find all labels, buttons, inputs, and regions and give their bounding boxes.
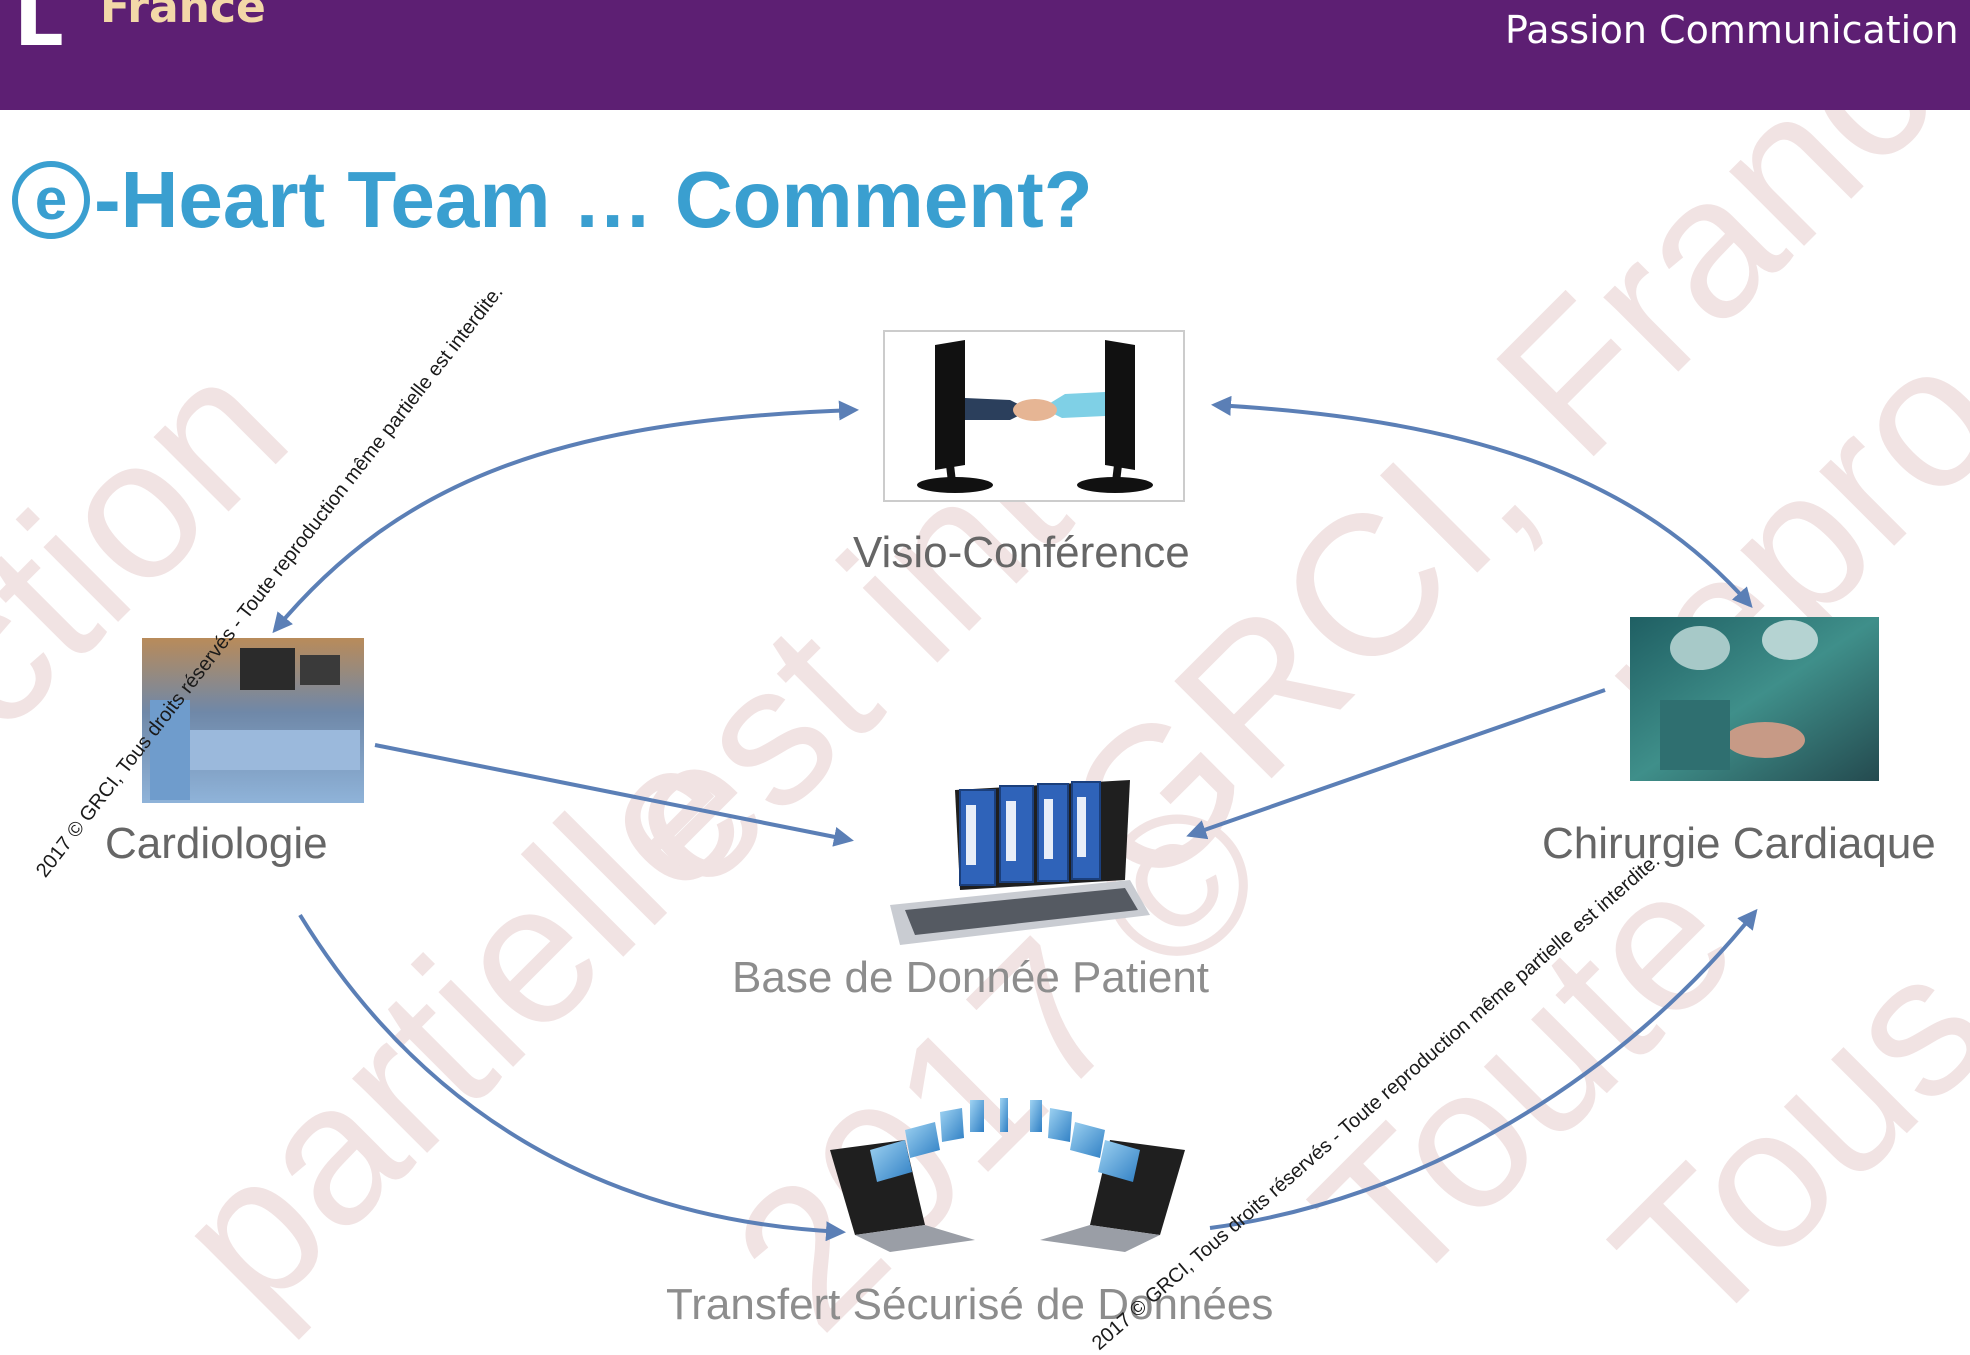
arrow-transfert-chirurgie <box>1209 908 1758 1230</box>
arrow-cardio-base <box>374 743 854 847</box>
slide-title-text: -Heart Team … Comment? <box>94 155 1093 244</box>
header-tagline: Passion Communication Edu <box>1505 8 1970 52</box>
transfer-image <box>830 1098 1185 1252</box>
visio-conference-image <box>883 330 1185 502</box>
node-label-base: Base de Donnée Patient <box>732 953 1210 1002</box>
arrow-cardio-visio <box>272 400 859 634</box>
patient-database-image <box>890 780 1150 945</box>
logo-letter: L <box>14 0 64 64</box>
cardiologie-image <box>142 638 364 803</box>
header-banner: L France Passion Communication Edu <box>0 0 1970 110</box>
arrow-chirurgie-base <box>1186 688 1606 840</box>
arrow-cardio-transfert <box>298 913 846 1242</box>
node-label-visio: Visio-Conférence <box>853 528 1190 577</box>
slide-title: e -Heart Team … Comment? <box>12 150 1093 250</box>
e-circle-icon: e <box>12 161 90 239</box>
node-label-chirurgie: Chirurgie Cardiaque <box>1542 819 1936 868</box>
arrow-chirurgie-visio <box>1211 395 1753 609</box>
node-label-cardiologie: Cardiologie <box>105 819 328 868</box>
chirurgie-image <box>1630 617 1879 781</box>
logo-word: France <box>100 0 266 33</box>
node-label-transfert: Transfert Sécurisé de Données <box>666 1280 1274 1329</box>
